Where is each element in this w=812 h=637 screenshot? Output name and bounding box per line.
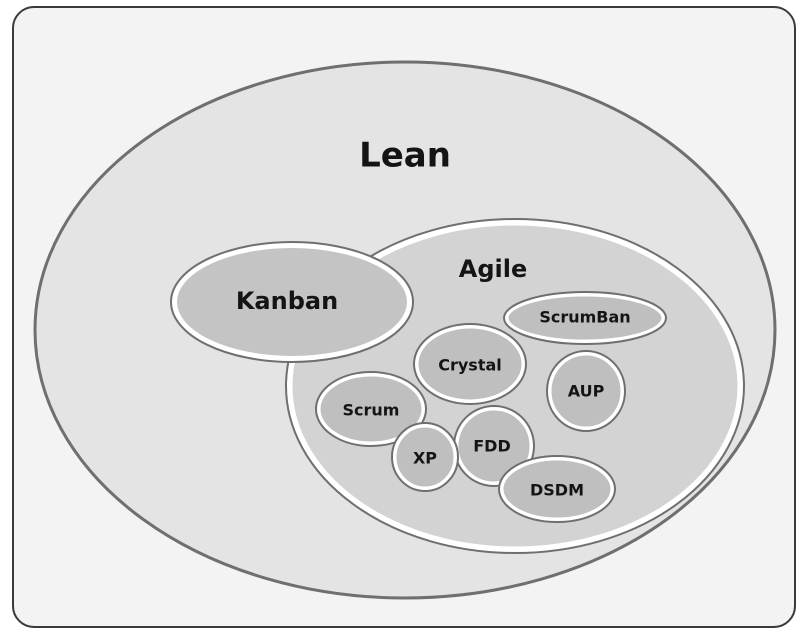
xp-node: XP: [391, 422, 459, 492]
aup-ellipse-outline: [546, 350, 626, 432]
kanban-set: Kanban: [170, 241, 414, 363]
aup-label: AUP: [568, 382, 605, 401]
xp-ellipse-outline: [391, 422, 459, 492]
dsdm-ellipse: [498, 455, 616, 523]
dsdm-label: DSDM: [530, 481, 584, 500]
kanban-label: Kanban: [236, 287, 338, 315]
scrum-node: Scrum: [315, 371, 427, 447]
aup-node: AUP: [546, 350, 626, 432]
scrumban-ellipse: [503, 291, 667, 345]
agile-ellipse-outline: [285, 218, 745, 554]
scrum-ellipse-outline: [315, 371, 427, 447]
scrum-label: Scrum: [343, 401, 400, 420]
crystal-ellipse: [413, 323, 527, 405]
scrumban-label: ScrumBan: [539, 308, 630, 327]
crystal-label: Crystal: [438, 356, 502, 375]
agile-label: Agile: [459, 255, 527, 283]
xp-ellipse: [391, 422, 459, 492]
dsdm-ellipse-outline: [498, 455, 616, 523]
scrumban-node: ScrumBan: [503, 291, 667, 345]
kanban-ellipse: [171, 242, 413, 362]
scrum-ellipse: [315, 371, 427, 447]
dsdm-node: DSDM: [498, 455, 616, 523]
aup-ellipse: [546, 350, 626, 432]
crystal-node: Crystal: [413, 323, 527, 405]
fdd-label: FDD: [473, 437, 511, 456]
lean-label: Lean: [359, 136, 451, 176]
scrumban-ellipse-outline: [503, 291, 667, 345]
kanban-ellipse-outline: [170, 241, 414, 363]
xp-label: XP: [413, 449, 437, 468]
crystal-ellipse-outline: [413, 323, 527, 405]
